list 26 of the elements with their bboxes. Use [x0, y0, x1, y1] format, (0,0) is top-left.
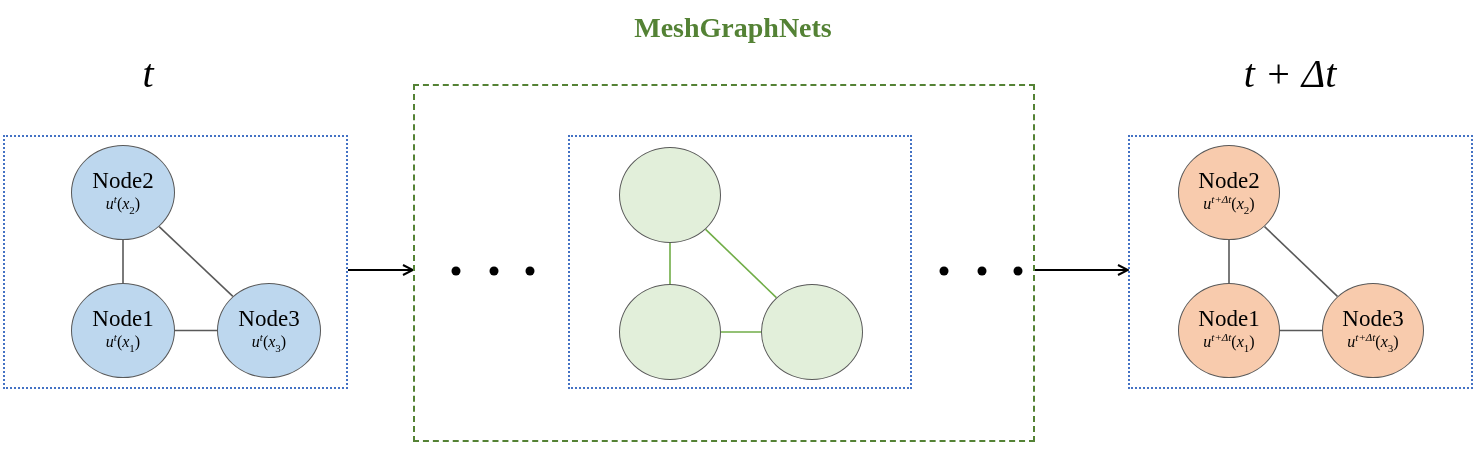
formula: u$^{t}$(x$_{2}$): [105, 193, 141, 216]
graph-edge: [1263, 225, 1339, 298]
graph-edge: [122, 239, 124, 284]
node-label: Node1: [1198, 307, 1260, 332]
formula: u$^{t+Δt}$(x$_{2}$): [1203, 193, 1255, 216]
graph-edge: [1279, 329, 1323, 332]
graph-edge: [720, 331, 762, 333]
time-label: t: [141, 50, 156, 97]
formula: u$^{t}$(x$_{1}$): [105, 331, 141, 354]
node-label: Node2: [92, 169, 154, 194]
node-label: Node1: [92, 307, 154, 332]
formula: u$^{t+Δt}$(x$_{3}$): [1347, 331, 1399, 354]
formula: u$^{t}$(x$_{3}$): [251, 331, 287, 354]
arrow: [1035, 264, 1129, 276]
node-label: Node3: [238, 307, 300, 332]
node-label: Node3: [1342, 307, 1404, 332]
graph-edge: [1228, 239, 1230, 284]
formula: u$^{t+Δt}$(x$_{1}$): [1203, 331, 1255, 354]
model-title: MeshGraphNets: [633, 12, 833, 44]
graph-edge: [704, 228, 778, 299]
node-label: Node2: [1198, 169, 1260, 194]
graph-edge: [669, 242, 671, 285]
arrow: [348, 264, 414, 276]
time-label: t + Δt: [1242, 50, 1338, 97]
graph-edge: [174, 329, 218, 332]
graph-edge: [158, 225, 234, 298]
